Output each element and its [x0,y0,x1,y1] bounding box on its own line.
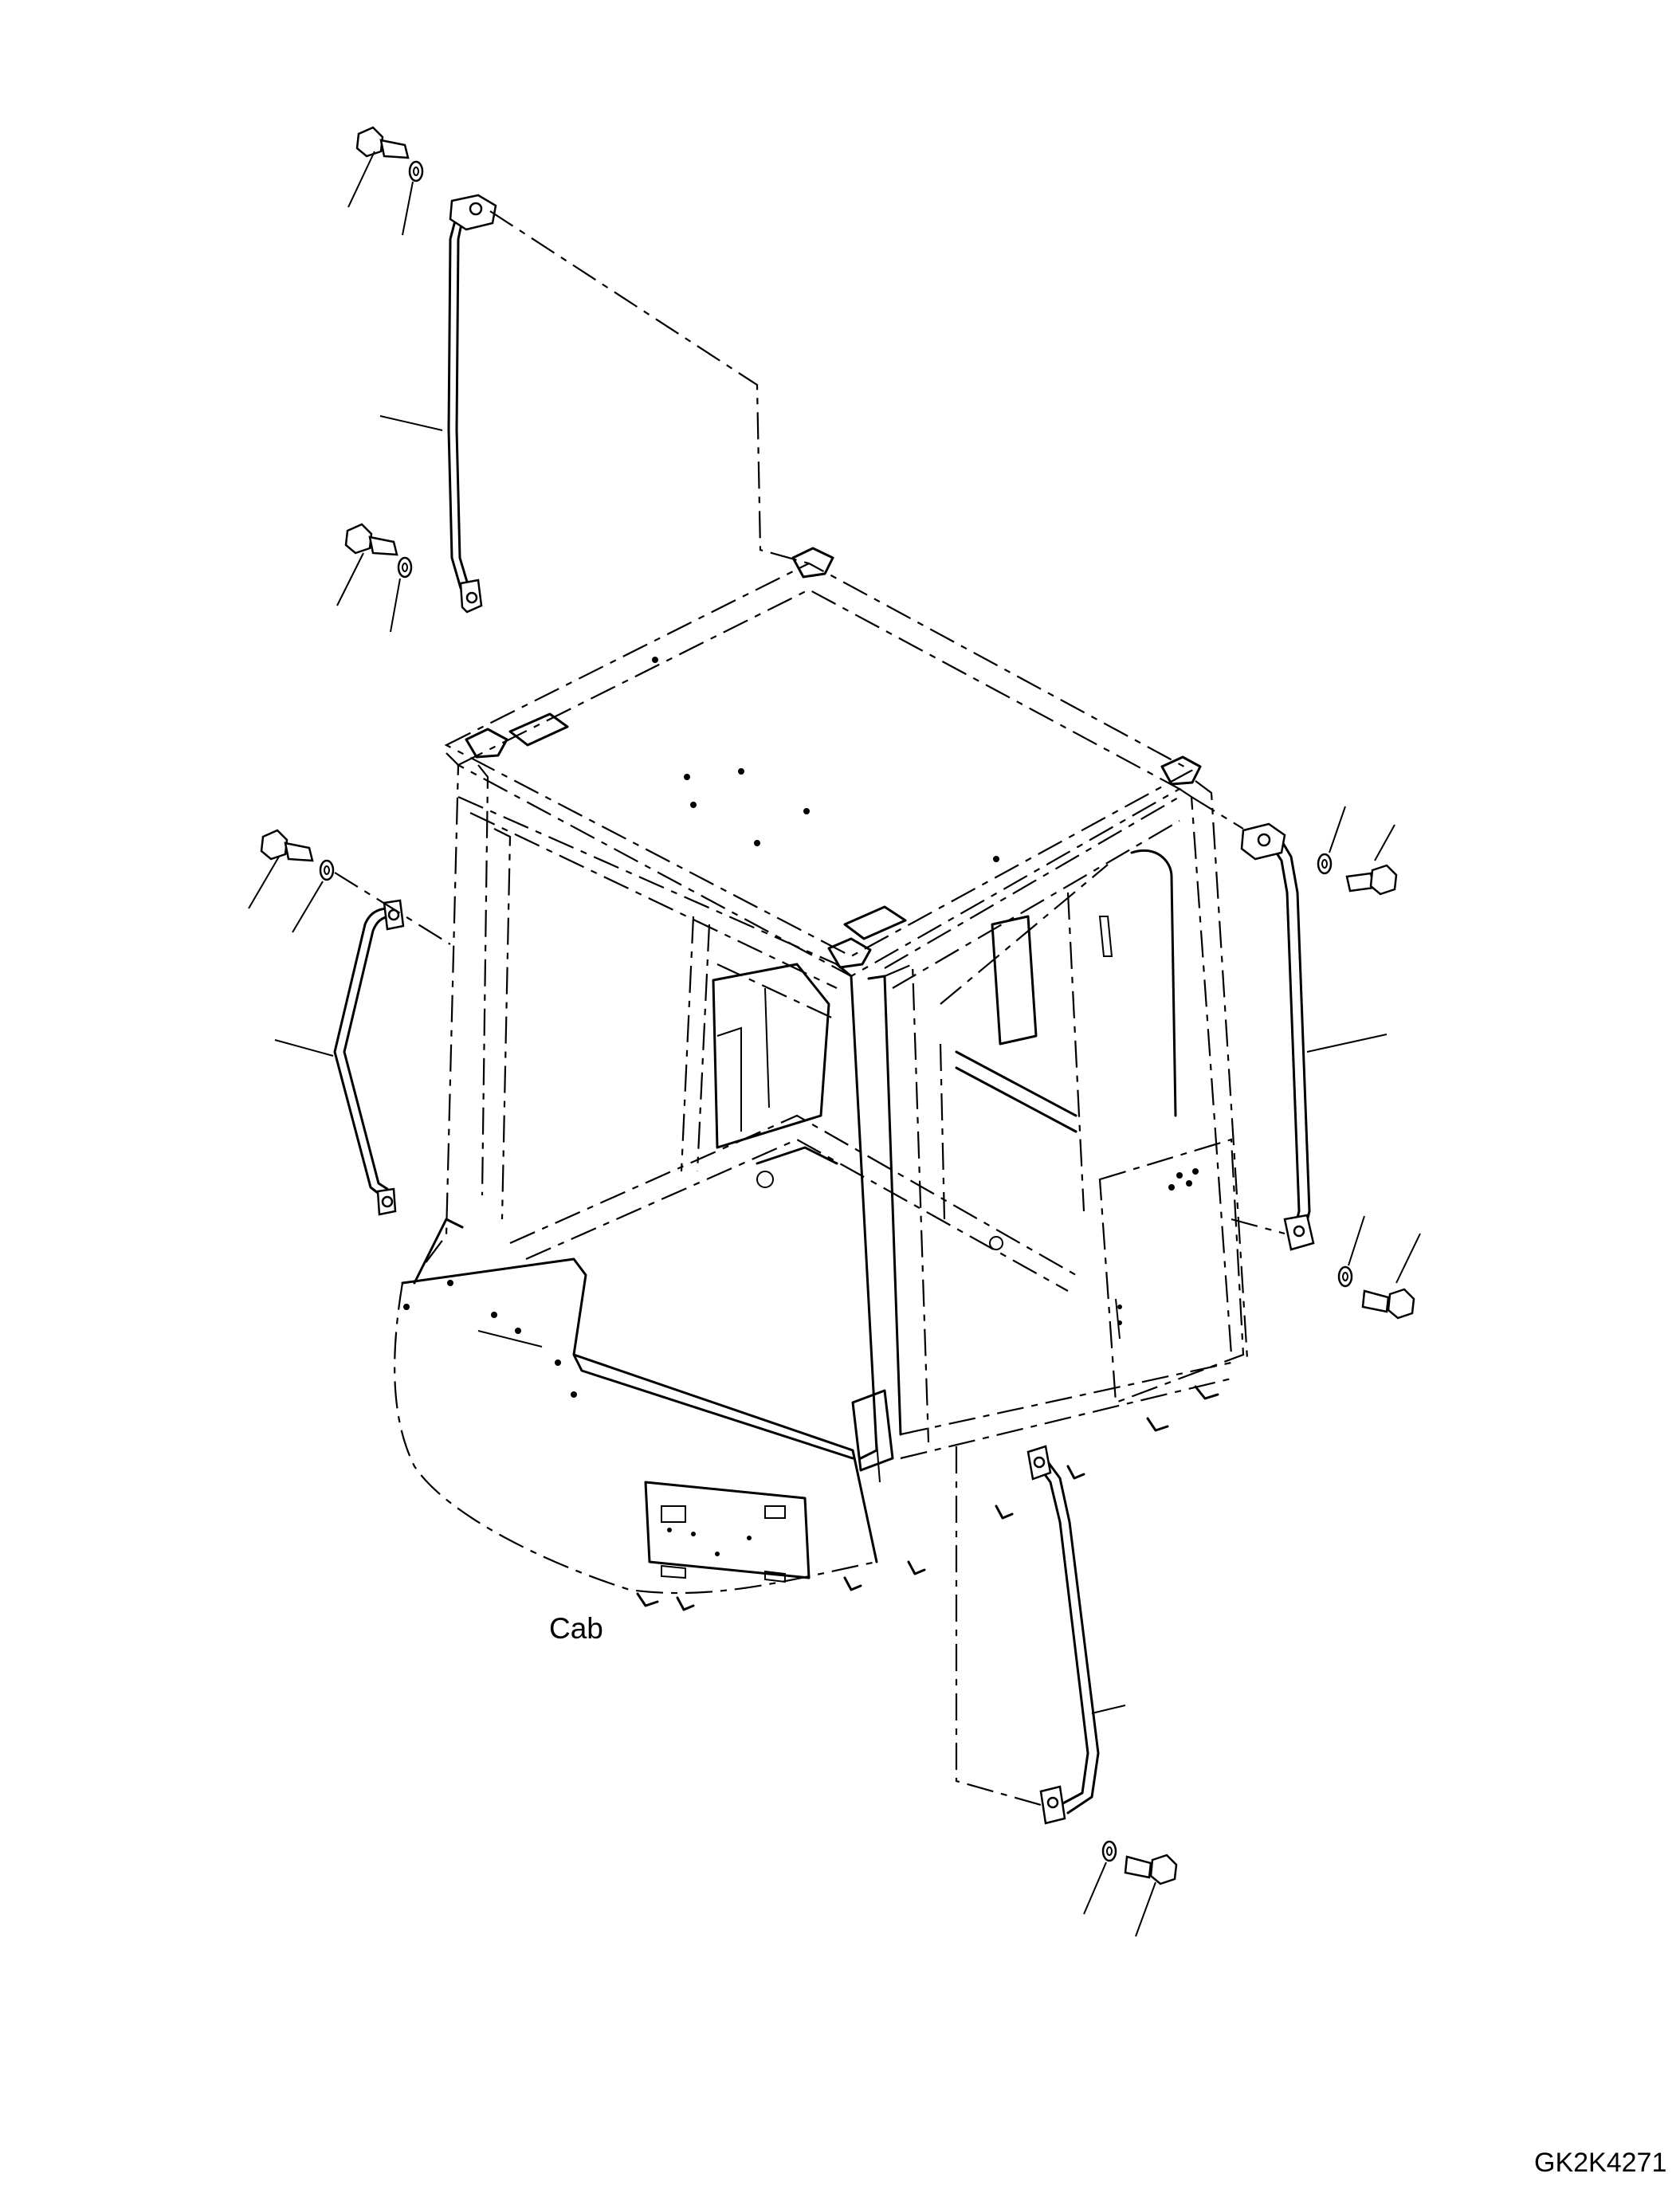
bolt-bottom [1124,1854,1178,1885]
alignment-line-top [489,210,810,565]
top-handrail [447,194,497,614]
alignment-line-left [334,872,451,945]
bolt-top-upper [355,126,410,159]
washer-bottom [1101,1840,1117,1862]
alignment-line-right-upper [1191,796,1244,830]
leader-lines-right [1306,806,1421,1284]
bolt-top-lower [344,523,398,556]
leader-lines-top [336,151,443,633]
cab-label: Cab [549,1612,603,1645]
cab-frame [394,547,1249,1611]
right-handrail [1240,822,1315,1251]
alignment-line-bottom [955,1446,1042,1807]
leader-lines-bottom [1083,1705,1156,1937]
washer-top-lower [397,556,413,579]
bolt-right-lower [1361,1288,1415,1320]
bottom-handrail [1026,1445,1100,1825]
washer-right-upper [1317,853,1333,875]
bolt-left [260,829,314,862]
left-handrail [333,899,405,1216]
washer-left [319,859,335,881]
drawing-code: GK2K4271 [1534,2148,1667,2178]
washer-top-upper [408,160,424,182]
bolt-right-upper [1345,864,1398,896]
leader-lines-left [248,856,334,1057]
washer-right-lower [1337,1265,1353,1288]
alignment-line-right-lower [1231,1218,1286,1235]
